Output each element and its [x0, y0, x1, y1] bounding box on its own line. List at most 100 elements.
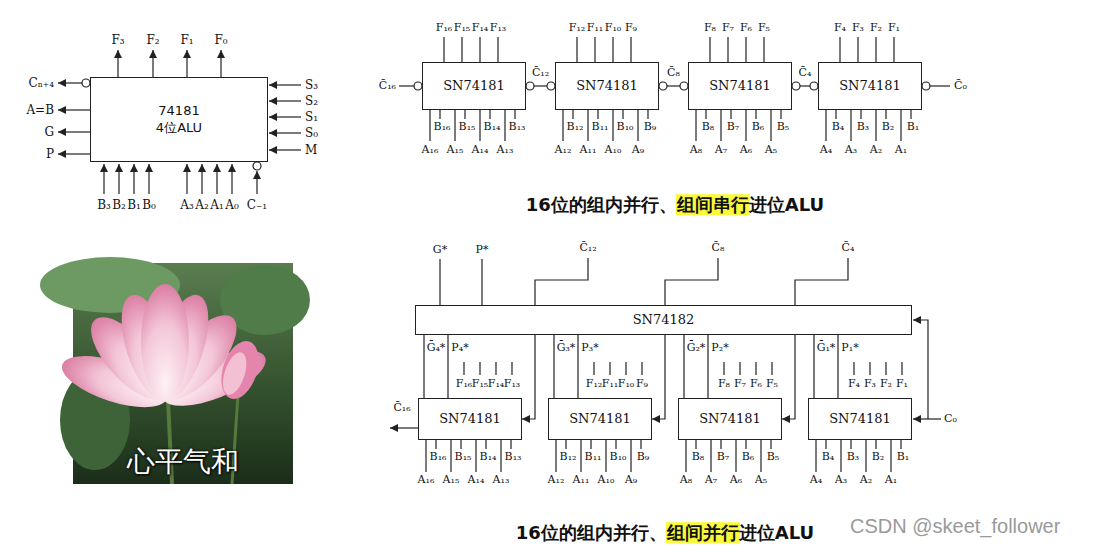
- input-label: B₆: [742, 450, 755, 463]
- signal-wire: [739, 362, 740, 375]
- alu-chip: SN74181: [808, 398, 912, 440]
- signal-wire: [186, 50, 187, 77]
- input-label: B₄: [822, 450, 835, 463]
- signal-wire: [269, 84, 301, 85]
- signal-label: P₄*: [451, 341, 468, 354]
- inversion-bubble: [659, 82, 667, 90]
- input-label: B₁₂: [560, 450, 577, 463]
- connector-group: [554, 335, 555, 398]
- signal-wire: [875, 110, 876, 141]
- output-label: F₉: [625, 21, 637, 34]
- carry-connector: [423, 335, 424, 398]
- pin-label: B₀: [142, 198, 156, 212]
- input-label: A₈: [690, 143, 702, 156]
- input-label: B₃: [857, 120, 870, 133]
- carry-connector: [667, 85, 680, 86]
- pin-label: A₂: [195, 198, 208, 212]
- signal-wire: [913, 418, 941, 419]
- output-label: F₁: [888, 21, 900, 34]
- output-label: F₂: [870, 21, 882, 34]
- input-label: A₁₃: [493, 473, 510, 486]
- signal-wire: [755, 110, 756, 119]
- connector-group: [659, 82, 688, 90]
- signal-wire: [875, 37, 876, 62]
- signal-wire: [231, 164, 232, 194]
- signal-wire: [930, 85, 950, 86]
- signal-label: P*: [476, 243, 489, 256]
- output-label: F₁₀: [605, 21, 621, 34]
- chip-name: SN74181: [829, 411, 891, 428]
- signal-wire: [118, 164, 119, 194]
- input-label: B₁₂: [567, 120, 584, 133]
- signal-wire: [514, 110, 515, 119]
- signal-wire: [495, 362, 496, 375]
- signal-wire: [216, 164, 217, 194]
- connector-group: [838, 335, 839, 398]
- output-label: F₁₁: [587, 21, 603, 34]
- output-label: F₁₀: [618, 377, 634, 390]
- input-label: A₄: [820, 143, 832, 156]
- input-label: A₁₄: [468, 473, 485, 486]
- input-label: A₅: [755, 473, 767, 486]
- input-label: B₁₁: [585, 450, 602, 463]
- input-label: B₈: [692, 450, 705, 463]
- output-label: F₇: [734, 377, 746, 390]
- signal-wire: [609, 362, 610, 375]
- input-label: A₇: [715, 143, 727, 156]
- pin-label: A₀: [225, 198, 238, 212]
- signal-wire: [893, 37, 894, 62]
- carry-lookahead-chip: SN74182: [415, 305, 912, 335]
- signal-wire: [720, 440, 721, 449]
- input-label: A₁: [895, 143, 907, 156]
- output-label: F₅: [758, 21, 770, 34]
- signal-wire: [489, 110, 490, 119]
- inversion-bubble: [792, 82, 800, 90]
- input-label: A₁₁: [573, 473, 590, 486]
- carry-connector: [447, 335, 448, 398]
- input-label: B₅: [777, 120, 790, 133]
- signal-wire: [460, 440, 461, 449]
- signal-wire: [152, 50, 153, 77]
- input-label: B₈: [702, 120, 715, 133]
- signal-wire: [390, 427, 418, 428]
- signal-wire: [435, 440, 436, 449]
- signal-wire: [572, 110, 573, 119]
- chip-name: SN74181: [443, 78, 505, 95]
- signal-label: Ḡ₄*: [427, 341, 446, 354]
- carry-connector: [522, 335, 535, 419]
- input-label: B₁₀: [610, 450, 627, 463]
- chip-name: 4位ALU: [156, 120, 202, 137]
- signal-wire: [853, 362, 854, 375]
- input-label: B₁₄: [480, 450, 497, 463]
- output-label: F₁₄: [488, 377, 504, 390]
- signal-wire: [504, 110, 505, 141]
- signal-wire: [58, 82, 82, 83]
- input-label: B₃: [847, 450, 860, 463]
- signal-wire: [745, 110, 746, 141]
- signal-wire: [625, 362, 626, 375]
- connector-group: [526, 82, 555, 90]
- inversion-bubble: [253, 162, 261, 170]
- input-label: A₆: [730, 473, 742, 486]
- signal-wire: [58, 109, 90, 110]
- input-label: A₁₅: [443, 473, 460, 486]
- signal-wire: [565, 440, 566, 449]
- input-label: B₁: [907, 120, 920, 133]
- signal-wire: [770, 110, 771, 141]
- alu-chip: SN74181: [818, 62, 922, 110]
- signal-label: C̄₈: [667, 66, 680, 79]
- signal-wire: [815, 440, 816, 472]
- input-label: A₁₀: [598, 473, 615, 486]
- pin-label: S₂: [305, 94, 318, 108]
- signal-wire: [605, 440, 606, 472]
- connector-group: [578, 335, 579, 398]
- pin-label: B₁: [127, 198, 141, 212]
- input-label: A₁₅: [447, 143, 464, 156]
- carry-label: C̄₁₂: [579, 241, 596, 254]
- chip-name: SN74182: [633, 312, 695, 329]
- signal-wire: [695, 440, 696, 449]
- signal-wire: [510, 440, 511, 449]
- chip-name: SN74181: [839, 78, 901, 95]
- input-label: A₅: [765, 143, 777, 156]
- signal-wire: [760, 440, 761, 472]
